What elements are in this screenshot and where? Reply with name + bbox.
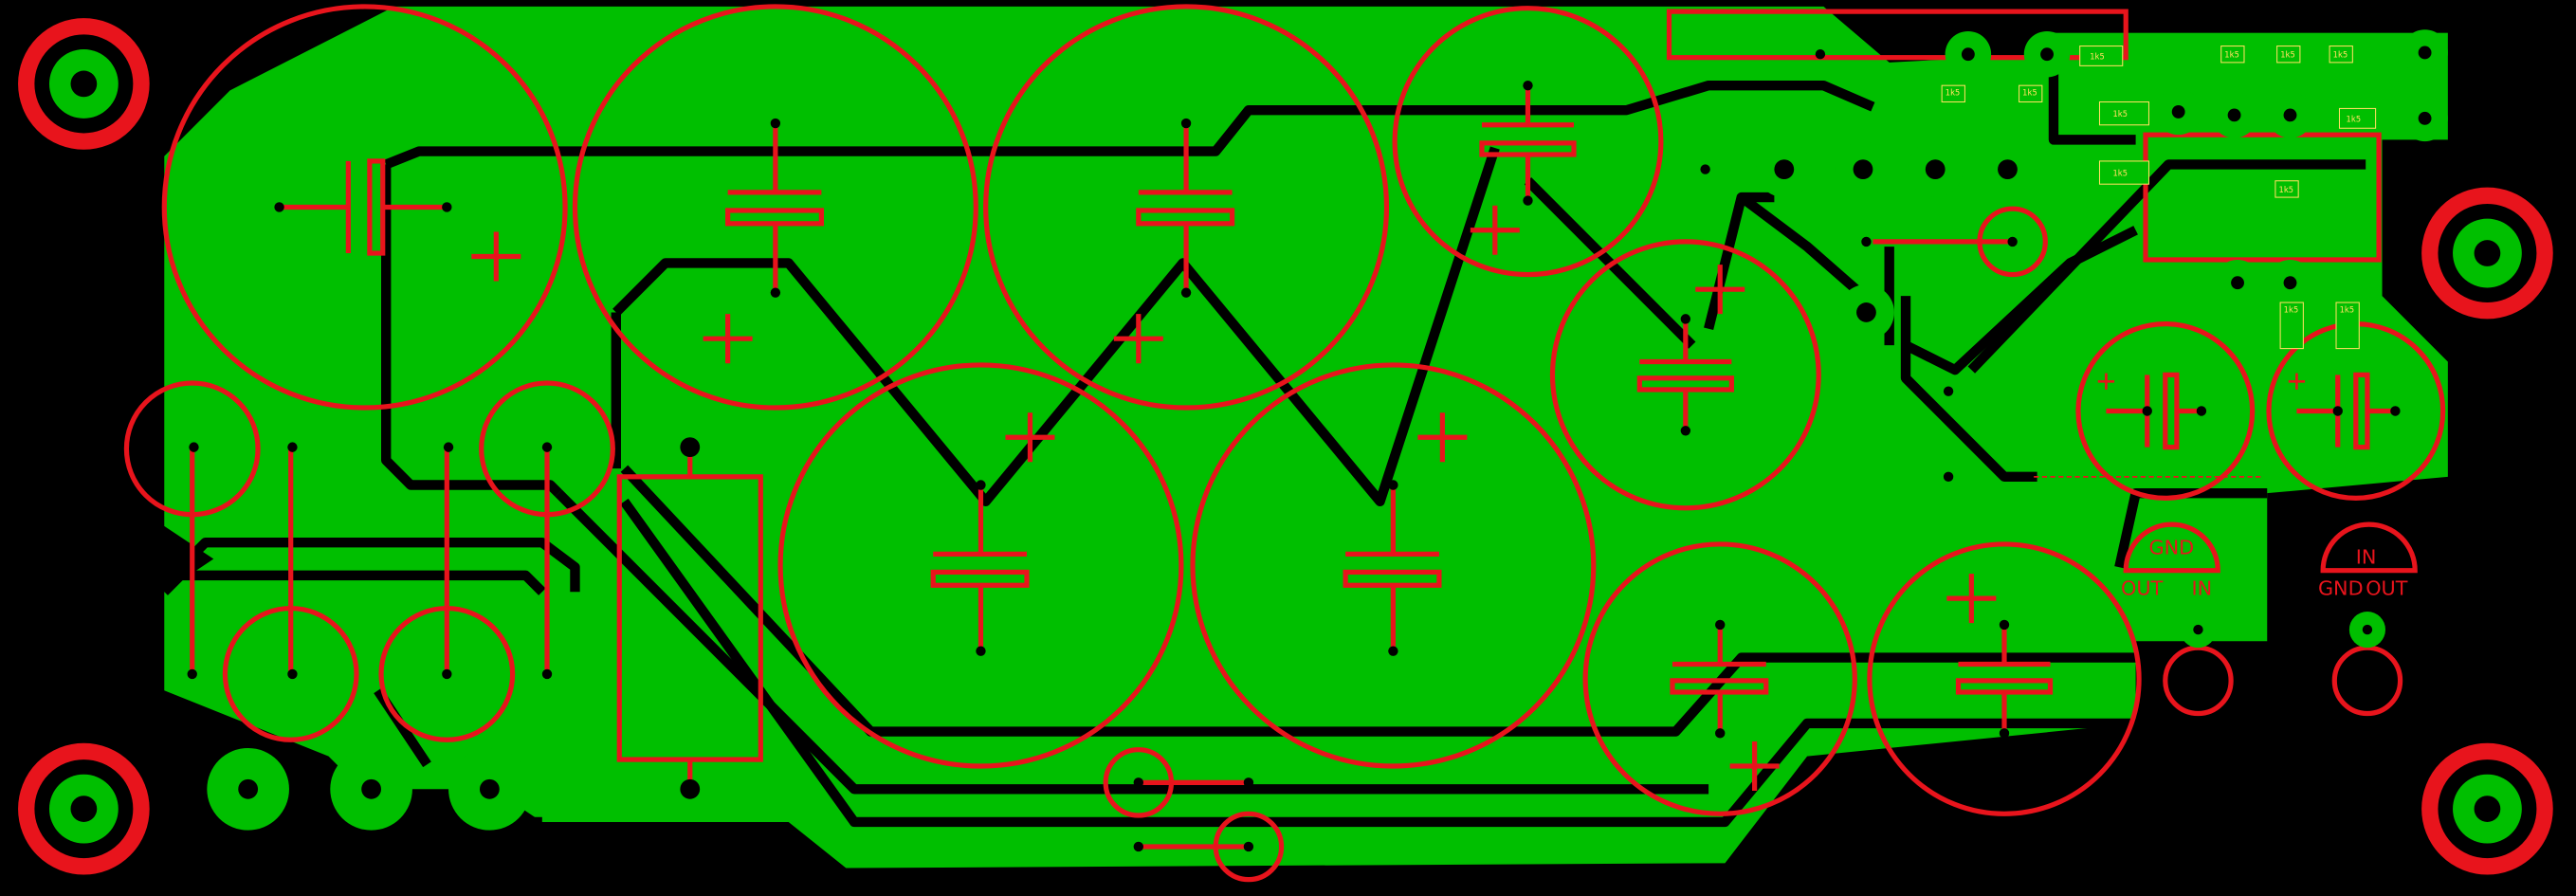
regulator-left: GND OUT IN: [2121, 536, 2212, 599]
small-plus-marks: [2097, 373, 2306, 390]
regulator-left-pin-left-label: OUT: [2121, 577, 2164, 600]
regulator-left-pin-right-label: IN: [2192, 577, 2213, 600]
svg-text:1k5: 1k5: [2339, 305, 2354, 315]
svg-text:1k5: 1k5: [2346, 115, 2361, 124]
regulator-right: IN GND OUT: [2318, 546, 2408, 600]
svg-text:1k5: 1k5: [2112, 110, 2128, 119]
svg-text:1k5: 1k5: [2112, 170, 2128, 179]
svg-text:1k5: 1k5: [2280, 51, 2295, 61]
svg-text:1k5: 1k5: [2284, 305, 2299, 315]
regulator-right-pin-left-label: GND: [2318, 577, 2364, 600]
svg-text:1k5: 1k5: [1946, 89, 1961, 99]
svg-text:1k5: 1k5: [2090, 52, 2105, 62]
mounting-hole-top-left: [18, 18, 150, 150]
svg-text:1k5: 1k5: [2333, 51, 2348, 61]
regulator-right-pin-top-label: IN: [2356, 546, 2377, 569]
svg-text:1k5: 1k5: [2278, 186, 2293, 195]
mounting-hole-bottom-left: [18, 742, 150, 875]
smd-components: 1k5 1k5 1k5 1k5 1k5 1k5 1k5 1k5 1k5 1k5 …: [1941, 46, 2377, 350]
svg-text:1k5: 1k5: [2022, 89, 2037, 99]
regulator-left-pin-top-label: GND: [2148, 536, 2194, 558]
pads: [187, 29, 2448, 852]
mounting-hole-bottom-right: [2421, 742, 2553, 875]
regulator-right-pin-right-label: OUT: [2366, 577, 2408, 600]
silkscreen-misc: [123, 9, 2418, 883]
capacitor-outlines: [161, 4, 2446, 816]
mounting-hole-right-middle: [2421, 187, 2553, 320]
mounting-holes: [18, 18, 2553, 875]
svg-text:1k5: 1k5: [2224, 51, 2239, 61]
